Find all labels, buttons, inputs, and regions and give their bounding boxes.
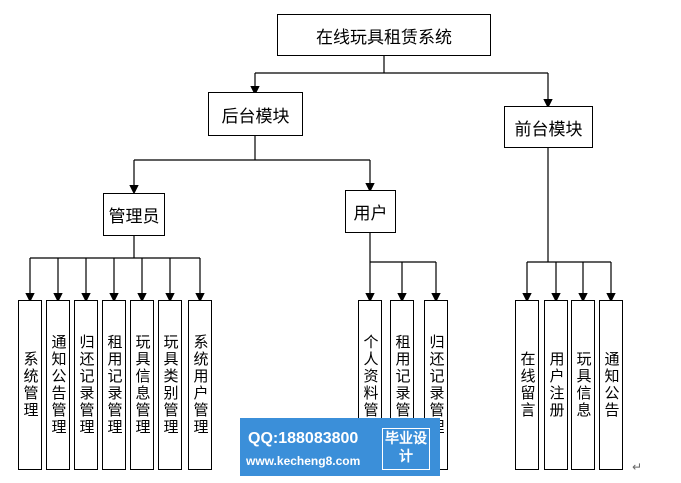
leaf-front-0: 在线留言 bbox=[515, 300, 539, 470]
node-root: 在线玩具租赁系统 bbox=[277, 14, 491, 56]
leaf-user-1-label: 租用记录管理 bbox=[393, 334, 412, 436]
leaf-front-3-label: 通知公告 bbox=[602, 351, 621, 419]
watermark-url: www.kecheng8.com bbox=[246, 454, 361, 468]
leaf-admin-3-label: 租用记录管理 bbox=[105, 334, 124, 436]
leaf-user-0-label: 个人资料管理 bbox=[361, 334, 380, 436]
leaf-admin-5-label: 玩具类别管理 bbox=[161, 334, 180, 436]
node-user: 用户 bbox=[345, 190, 396, 233]
watermark-qq: QQ:188083800 bbox=[248, 430, 359, 447]
leaf-admin-1-label: 通知公告管理 bbox=[49, 334, 68, 436]
leaf-front-1-label: 用户注册 bbox=[547, 351, 566, 419]
node-backend: 后台模块 bbox=[208, 92, 303, 136]
leaf-admin-1: 通知公告管理 bbox=[46, 300, 70, 470]
leaf-admin-3: 租用记录管理 bbox=[102, 300, 126, 470]
node-backend-label: 后台模块 bbox=[221, 106, 290, 127]
node-user-label: 用户 bbox=[353, 204, 388, 224]
leaf-admin-5: 玩具类别管理 bbox=[158, 300, 182, 470]
watermark-badge: 毕业设计 bbox=[382, 428, 430, 470]
leaf-front-1: 用户注册 bbox=[544, 300, 568, 470]
leaf-admin-6: 系统用户管理 bbox=[188, 300, 212, 470]
leaf-admin-6-label: 系统用户管理 bbox=[191, 334, 210, 436]
paragraph-mark-icon: ↵ bbox=[632, 460, 643, 474]
leaf-admin-2-label: 归还记录管理 bbox=[77, 334, 96, 436]
node-frontend-label: 前台模块 bbox=[514, 119, 583, 140]
node-admin: 管理员 bbox=[103, 193, 165, 236]
leaf-front-3: 通知公告 bbox=[599, 300, 623, 470]
leaf-admin-4: 玩具信息管理 bbox=[130, 300, 154, 470]
leaf-admin-4-label: 玩具信息管理 bbox=[133, 334, 152, 436]
leaf-user-2-label: 归还记录管理 bbox=[427, 334, 446, 436]
leaf-front-2: 玩具信息 bbox=[571, 300, 595, 470]
leaf-admin-0: 系统管理 bbox=[18, 300, 42, 470]
leaf-admin-2: 归还记录管理 bbox=[74, 300, 98, 470]
watermark-banner: QQ:188083800 www.kecheng8.com 毕业设计 bbox=[240, 418, 440, 476]
node-root-label: 在线玩具租赁系统 bbox=[316, 27, 452, 48]
leaf-admin-0-label: 系统管理 bbox=[21, 351, 40, 419]
node-frontend: 前台模块 bbox=[504, 106, 593, 148]
node-admin-label: 管理员 bbox=[108, 207, 160, 227]
leaf-front-2-label: 玩具信息 bbox=[574, 351, 593, 419]
leaf-front-0-label: 在线留言 bbox=[518, 351, 537, 419]
